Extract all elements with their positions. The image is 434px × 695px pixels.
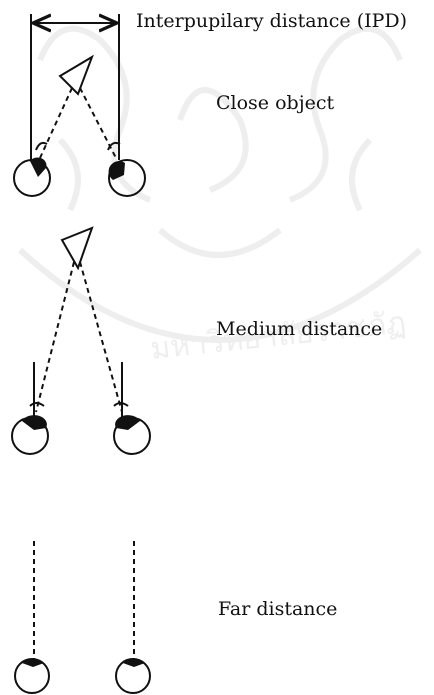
far-distance-group	[14, 541, 151, 694]
medium-right-sightline	[79, 261, 123, 413]
close-right-sightline	[79, 87, 117, 159]
medium-distance-label: Medium distance	[216, 318, 383, 340]
medium-right-angle-arc	[113, 402, 129, 407]
ipd-label: Interpupilary distance (IPD)	[136, 10, 408, 32]
close-left-sightline	[39, 87, 73, 159]
medium-right-eye	[113, 415, 151, 455]
close-object-group	[13, 54, 146, 197]
medium-distance-group	[11, 226, 151, 455]
close-right-angle-arc	[107, 141, 121, 151]
close-right-eye	[108, 159, 146, 197]
close-left-angle-arc	[35, 141, 48, 151]
ipd-measurement	[30, 14, 120, 160]
far-right-eye	[115, 658, 151, 694]
close-left-eye	[13, 157, 51, 197]
far-distance-label: Far distance	[218, 598, 338, 620]
medium-object-triangle	[60, 226, 94, 271]
close-object-label: Close object	[216, 92, 335, 114]
far-left-eye	[14, 658, 50, 694]
medium-left-eye	[11, 415, 49, 455]
medium-left-sightline	[35, 261, 75, 413]
medium-left-angle-arc	[29, 402, 45, 407]
close-object-triangle	[58, 54, 94, 96]
